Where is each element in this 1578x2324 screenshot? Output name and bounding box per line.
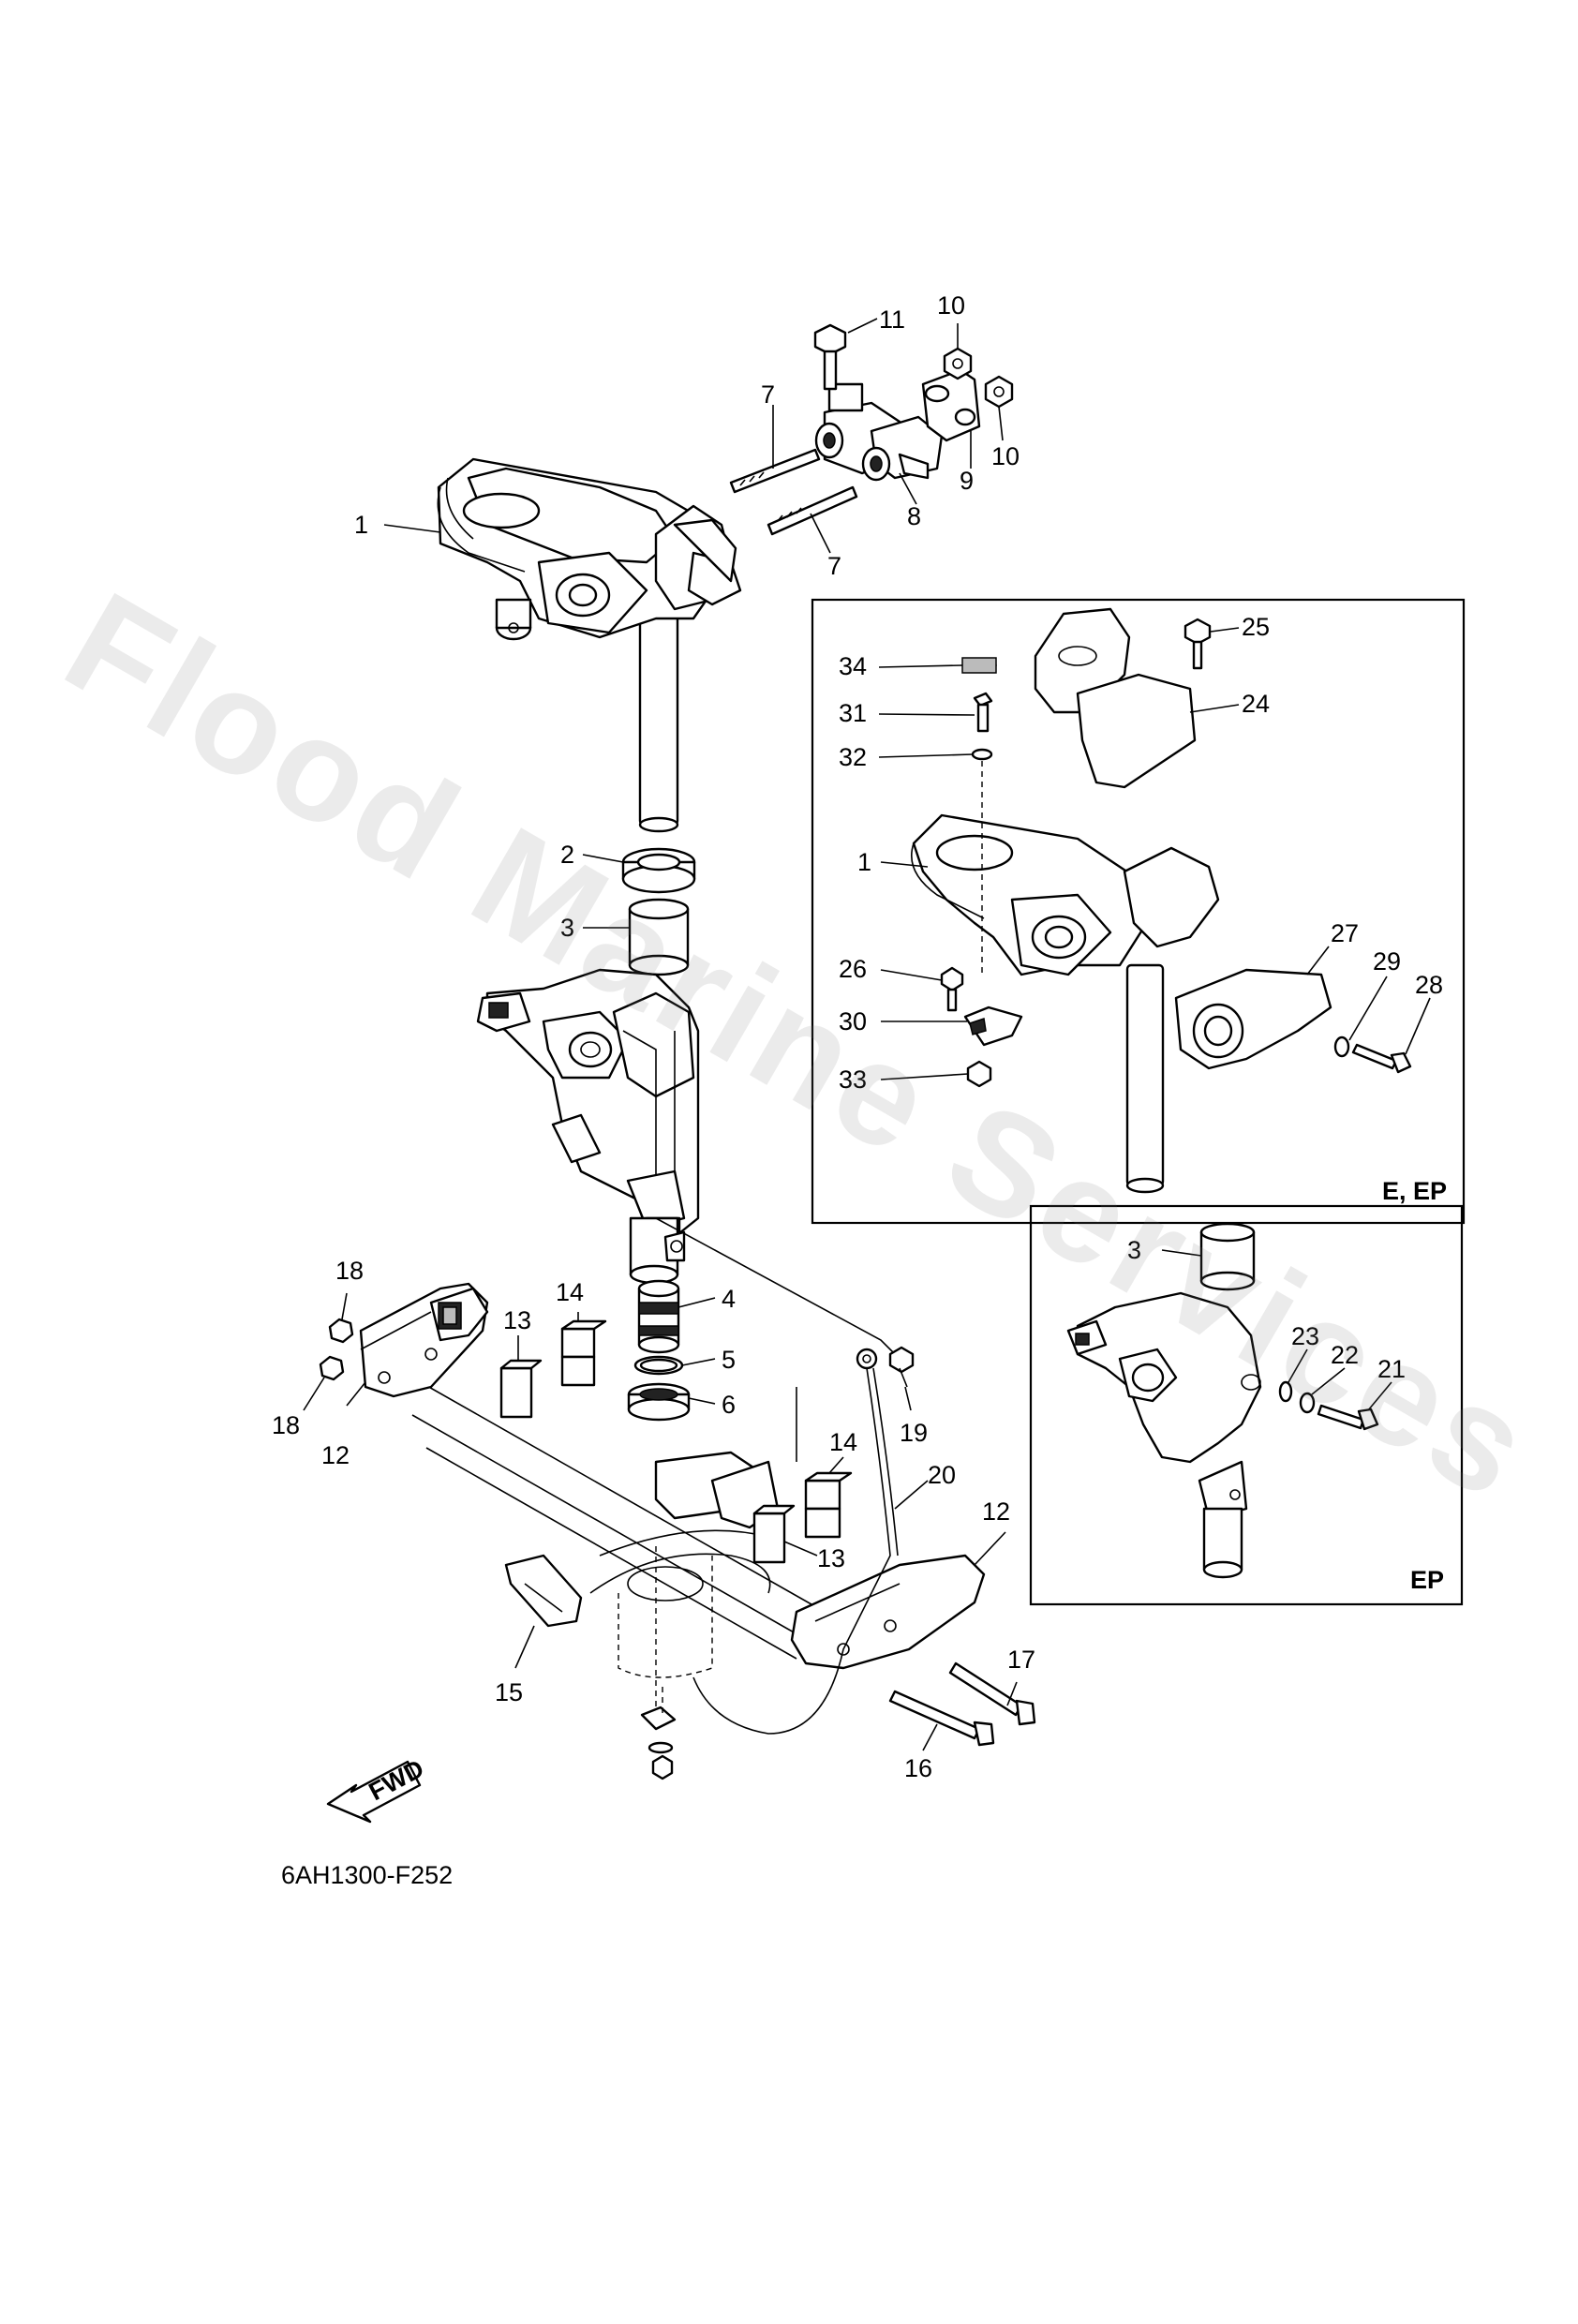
callout-30: 30 [839,1007,867,1035]
callout-1-inset: 1 [857,848,871,876]
stud-bolts-part-7 [729,448,858,536]
callout-3: 3 [560,914,574,942]
damper-part-13-right [752,1504,796,1564]
plate-part-15 [504,1554,583,1628]
bolt-part-17 [948,1661,1036,1726]
callout-11: 11 [879,305,905,334]
bolt-part-16 [888,1690,995,1747]
callout-34: 34 [839,652,867,680]
callout-4: 4 [722,1285,736,1313]
damper-part-14-right [804,1471,853,1539]
callout-9: 9 [960,467,974,495]
callout-28: 28 [1415,971,1443,999]
callout-numbers: 1 2 3 4 5 6 7 7 8 9 10 10 11 12 12 13 13… [272,291,1443,1782]
callout-1: 1 [354,511,368,539]
forward-direction-arrow: FWD [326,1754,428,1824]
callout-25: 25 [1242,613,1270,641]
bolt-part-19 [888,1346,915,1388]
bushing-part-4 [637,1279,680,1354]
lower-bolt-washer [640,1687,677,1780]
watermark: Flood Marine Services [41,561,1559,1531]
callout-19: 19 [900,1419,928,1447]
callout-15: 15 [495,1678,523,1706]
callout-8: 8 [907,502,921,530]
ground-wire-part-20 [692,1348,899,1735]
rubber-mount-part-12-right [790,1554,986,1670]
o-ring-part-5 [633,1355,684,1376]
nut-part-18-lower [319,1355,345,1381]
callout-12-right: 12 [982,1497,1010,1526]
callout-33: 33 [839,1065,867,1094]
damper-part-13-left [499,1359,543,1419]
callout-7-lower: 7 [827,552,841,580]
inset-e-ep-note: E, EP [1382,1177,1447,1205]
callout-18-upper: 18 [335,1257,364,1285]
inset-e-ep: E, EP [811,598,1466,1225]
rubber-mount-part-12-left [359,1282,489,1398]
callout-7-upper: 7 [761,380,775,409]
clamp-bracket-part-8 [814,382,944,482]
callout-16: 16 [904,1754,932,1782]
callout-17: 17 [1007,1646,1035,1674]
figure-code: 6AH1300-F252 [281,1861,453,1889]
nut-part-10-upper [943,347,973,380]
callout-26: 26 [839,955,867,983]
steering-bracket-part-1 [437,457,742,833]
nut-part-18-upper [328,1318,354,1344]
callout-10-upper: 10 [937,291,965,320]
seal-part-6 [627,1382,691,1422]
callout-2: 2 [560,841,574,869]
callout-13-right: 13 [817,1544,845,1572]
callout-10-lower: 10 [991,442,1020,470]
callout-23: 23 [1291,1322,1319,1350]
callout-12-left: 12 [321,1441,350,1469]
nut-part-10-lower [984,375,1014,409]
mount-rail [411,1377,826,1660]
callout-27: 27 [1331,919,1359,947]
callout-31: 31 [839,699,867,727]
callout-6: 6 [722,1391,736,1419]
callout-13-left: 13 [503,1306,531,1334]
callout-21: 21 [1377,1355,1406,1383]
callout-20: 20 [928,1461,956,1489]
callout-3-inset: 3 [1127,1236,1141,1264]
callout-14-left: 14 [556,1278,584,1306]
inset-ep: EP [1029,1204,1464,1606]
callout-5: 5 [722,1346,736,1374]
leader-lines [303,318,1431,1751]
callout-18-lower: 18 [272,1411,300,1439]
lower-steering-tube [629,1216,686,1285]
inset-ep-note: EP [1410,1566,1444,1594]
damper-part-14-left [560,1319,607,1387]
callout-14-right: 14 [829,1428,857,1456]
callout-24: 24 [1242,690,1270,718]
callout-22: 22 [1331,1341,1359,1369]
bushing-part-2 [621,847,696,894]
bushing-part-3 [628,898,690,976]
swivel-bracket [476,968,700,1239]
retainer-plate-part-9 [921,368,981,442]
callout-32: 32 [839,743,867,771]
callout-29: 29 [1373,947,1401,976]
bolt-part-11 [813,323,847,391]
